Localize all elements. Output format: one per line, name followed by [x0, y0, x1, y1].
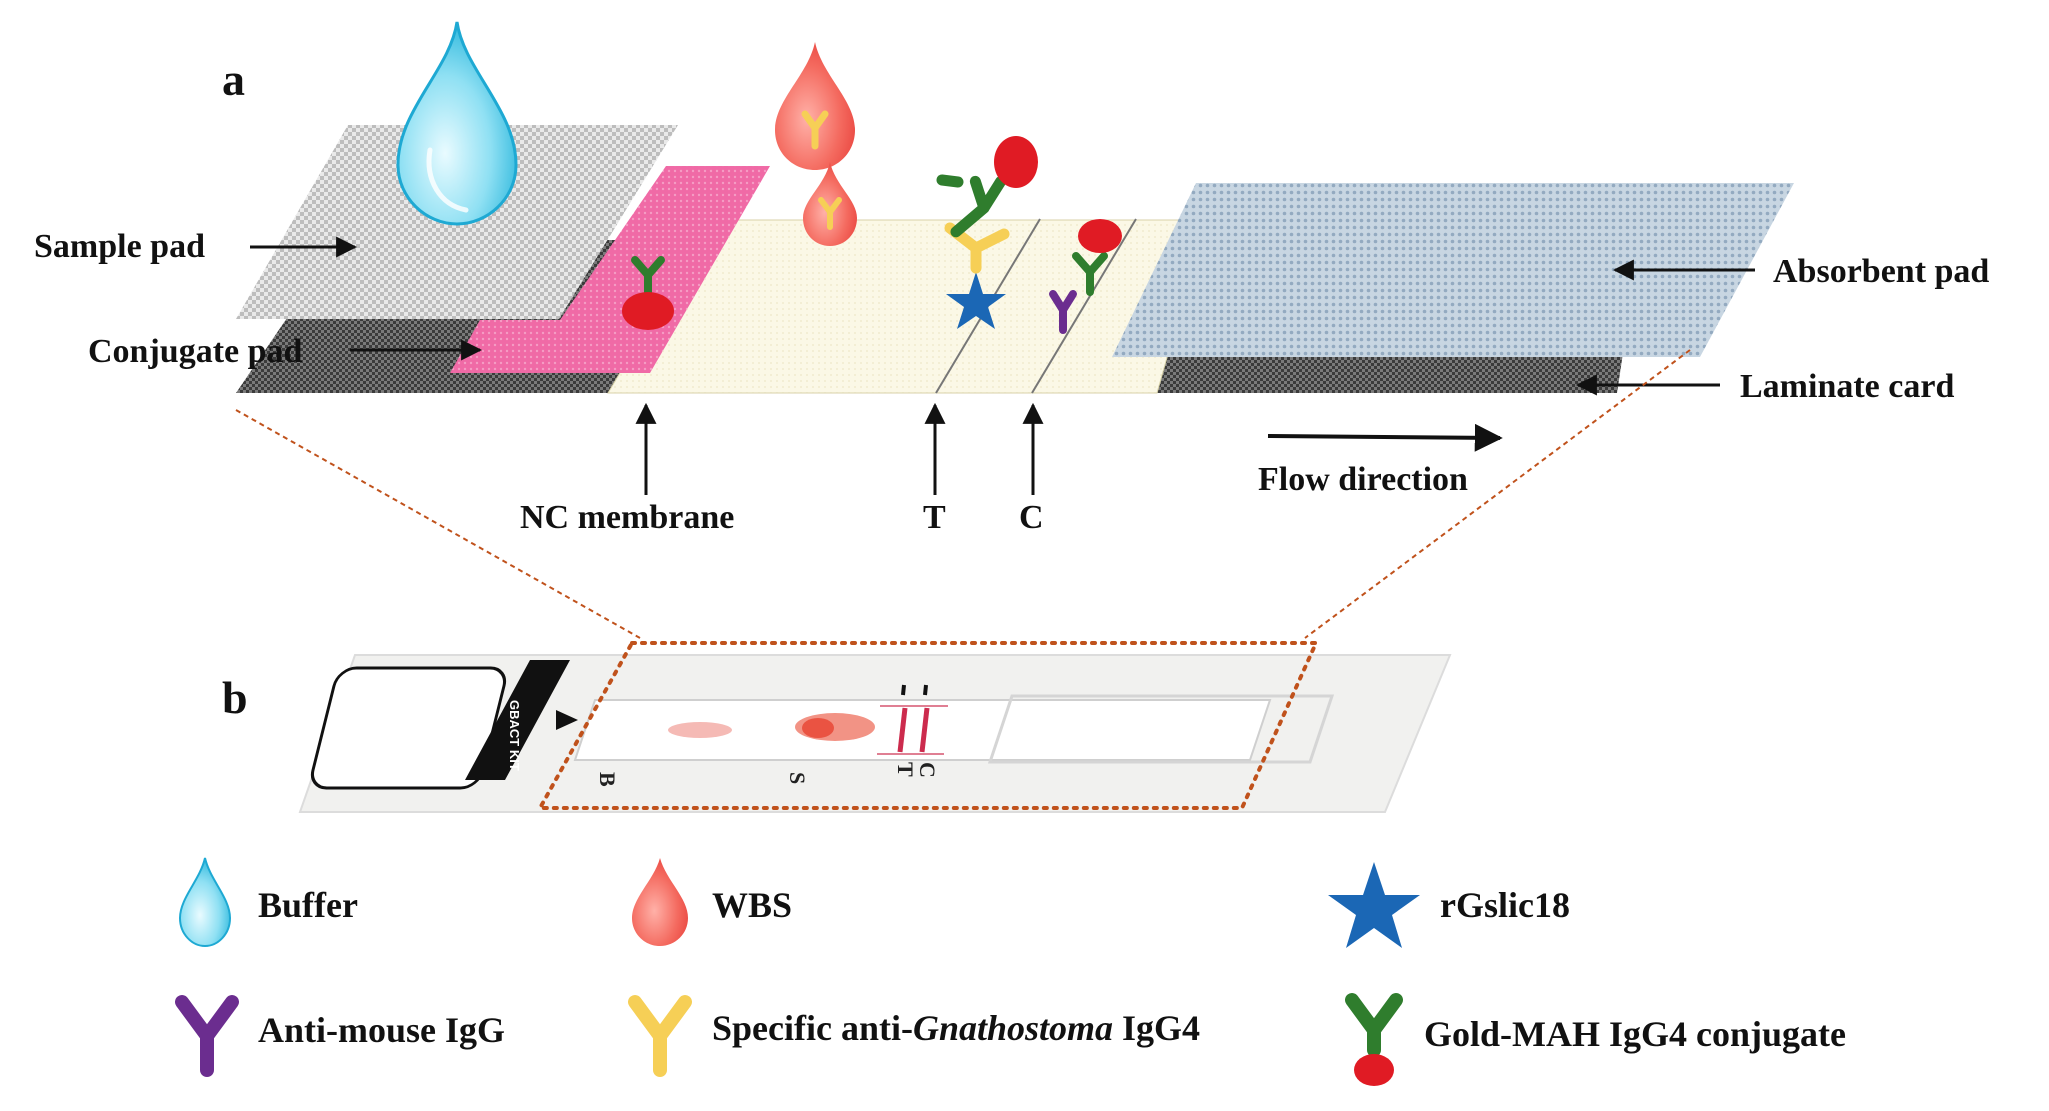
absorbent-pad [1112, 183, 1794, 357]
legend-rgslic18-label: rGslic18 [1440, 885, 1570, 925]
t-line-complex-icon [936, 136, 1038, 329]
legend-wbs-label: WBS [712, 885, 792, 925]
kit-mark-s: S [785, 772, 810, 784]
absorbent-pad-label: Absorbent pad [1773, 253, 1989, 290]
buffer-drop-icon [396, 21, 518, 226]
wbs-drop-small-icon [803, 162, 857, 246]
panel-b-label: b [222, 672, 248, 723]
kit-mark-t: T [893, 762, 918, 777]
kit-read-window [987, 694, 1335, 764]
gold-conjugate-on-pad-icon [622, 256, 674, 330]
kit-arrow-icon [556, 710, 578, 730]
kit-brand-band [465, 660, 570, 780]
legend-gold-mah-label: Gold-MAH IgG4 conjugate [1424, 1014, 1846, 1054]
sample-pad-label: Sample pad [34, 228, 205, 265]
laminate-card-label: Laminate card [1740, 368, 1954, 405]
legend-anti-mouse-label: Anti-mouse IgG [258, 1010, 505, 1050]
panel-a-label: a [222, 54, 245, 105]
test-kit-photo: GBACT KIT B S C T [298, 654, 1452, 813]
t-line-label: T [923, 499, 946, 536]
kit-mark-c: C [915, 762, 940, 778]
c-line-label: C [1019, 499, 1044, 536]
kit-t-line [897, 707, 908, 753]
legend-gold-mah-icon [1345, 993, 1403, 1086]
conjugate-pad [450, 166, 770, 373]
legend-anti-mouse-icon [175, 995, 239, 1077]
kit-mark-b: B [595, 772, 620, 787]
legend-wbs-icon [632, 858, 688, 946]
nc-membrane-label: NC membrane [520, 499, 734, 536]
legend-buffer-icon [178, 857, 232, 948]
legend: Buffer WBS rGslic18 Anti-mouse IgG Speci… [175, 857, 1846, 1086]
conjugate-pad-label: Conjugate pad [88, 333, 303, 370]
c-line [1031, 218, 1137, 394]
legend-star-icon [1328, 862, 1420, 948]
legend-buffer-label: Buffer [258, 885, 358, 925]
zoom-connector-right [1304, 349, 1691, 639]
legend-specific-igg4-label: Specific anti-Gnathostoma IgG4 [712, 1008, 1200, 1048]
wbs-drop-large-icon [775, 42, 855, 170]
c-line-complex-icon [1049, 219, 1122, 334]
kit-brand-text: GBACT KIT [507, 700, 522, 771]
kit-c-line [919, 707, 930, 753]
flow-direction-arrow [1267, 423, 1503, 452]
zoom-outline [536, 641, 1320, 810]
flow-direction-label: Flow direction [1258, 461, 1468, 498]
legend-specific-igg4-icon [628, 995, 692, 1077]
